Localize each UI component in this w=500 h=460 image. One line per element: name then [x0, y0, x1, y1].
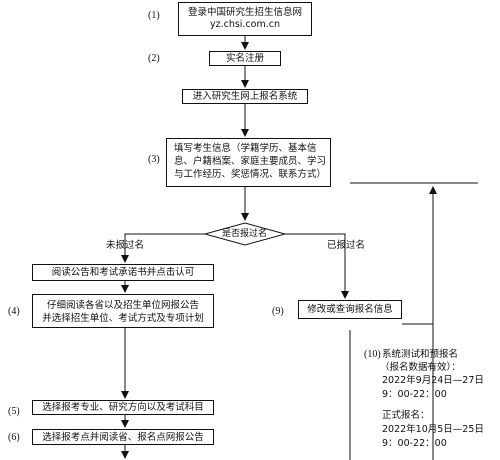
branch-not-registered-line — [121, 233, 205, 263]
register-box: 实名注册 — [209, 51, 281, 66]
fill-info-line-1: 填写考生信息（学籍学历、基本信 — [174, 143, 317, 154]
choose-site-label: 选择报考点并阅读省、报名点网报公告 — [42, 432, 204, 443]
modify-label: 修改或查询报名信息 — [307, 304, 393, 315]
formal-date-range: 2022年10月5日—25日 — [382, 424, 484, 435]
step-number-2: (2) — [148, 53, 160, 64]
step-number-5: (5) — [8, 406, 20, 417]
login-box: 登录中国研究生招生信息网 yz.chsi.com.cn — [178, 2, 312, 36]
branch-label-registered: 已报过名 — [327, 240, 366, 251]
trial-time-range: 9：00-22：00 — [382, 389, 447, 400]
step-number-4: (4) — [8, 306, 20, 317]
modify-box: 修改或查询报名信息 — [298, 300, 402, 319]
login-url: yz.chsi.com.cn — [209, 19, 281, 30]
step-number-10: (10) — [364, 349, 381, 360]
step-number-3: (3) — [148, 154, 160, 165]
read-province-box: 仔细阅读各省以及招生单位网报公告 并选择招生单位、考试方式及专项计划 — [32, 294, 214, 328]
choose-site-box: 选择报考点并阅读省、报名点网报公告 — [32, 429, 214, 445]
enter-system-box: 进入研究生网上报名系统 — [182, 89, 308, 104]
fill-info-box: 填写考生信息（学籍学历、基本信 息、户籍档案、家庭主要成员、学习 与工作经历、奖… — [166, 138, 331, 187]
read-province-line-2: 并选择招生单位、考试方式及专项计划 — [42, 313, 204, 324]
decision-diamond — [203, 222, 287, 246]
trial-title: 系统测试和预报名 — [382, 349, 459, 360]
read-notice-box: 阅读公告和考试承诺书并点击认可 — [32, 264, 214, 281]
trial-note: （报名数据有效）： — [380, 362, 461, 373]
register-label: 实名注册 — [225, 53, 264, 64]
branch-label-not-registered: 未报过名 — [106, 240, 145, 251]
read-notice-label: 阅读公告和考试承诺书并点击认可 — [51, 267, 195, 278]
trial-date-range: 2022年9月24日—27日 — [382, 375, 484, 386]
decision-label: 是否报过名 — [222, 229, 268, 239]
choose-major-label: 选择报考专业、研究方向以及考试科目 — [42, 402, 204, 413]
fill-info-line-2: 息、户籍档案、家庭主要成员、学习 — [174, 156, 327, 167]
formal-title: 正式报名： — [382, 410, 430, 421]
read-province-line-1: 仔细阅读各省以及招生单位网报公告 — [46, 300, 199, 311]
fill-info-line-3: 与工作经历、奖惩情况、联系方式） — [174, 169, 327, 180]
step-number-9: (9) — [272, 306, 284, 317]
formal-time-range: 9：00-22：00 — [382, 438, 447, 449]
enter-system-label: 进入研究生网上报名系统 — [192, 91, 298, 102]
login-title: 登录中国研究生招生信息网 — [187, 7, 302, 18]
branch-registered-line — [285, 233, 349, 299]
step-number-1: (1) — [148, 10, 160, 21]
step-number-6: (6) — [8, 432, 20, 443]
choose-major-box: 选择报考专业、研究方向以及考试科目 — [32, 400, 214, 415]
